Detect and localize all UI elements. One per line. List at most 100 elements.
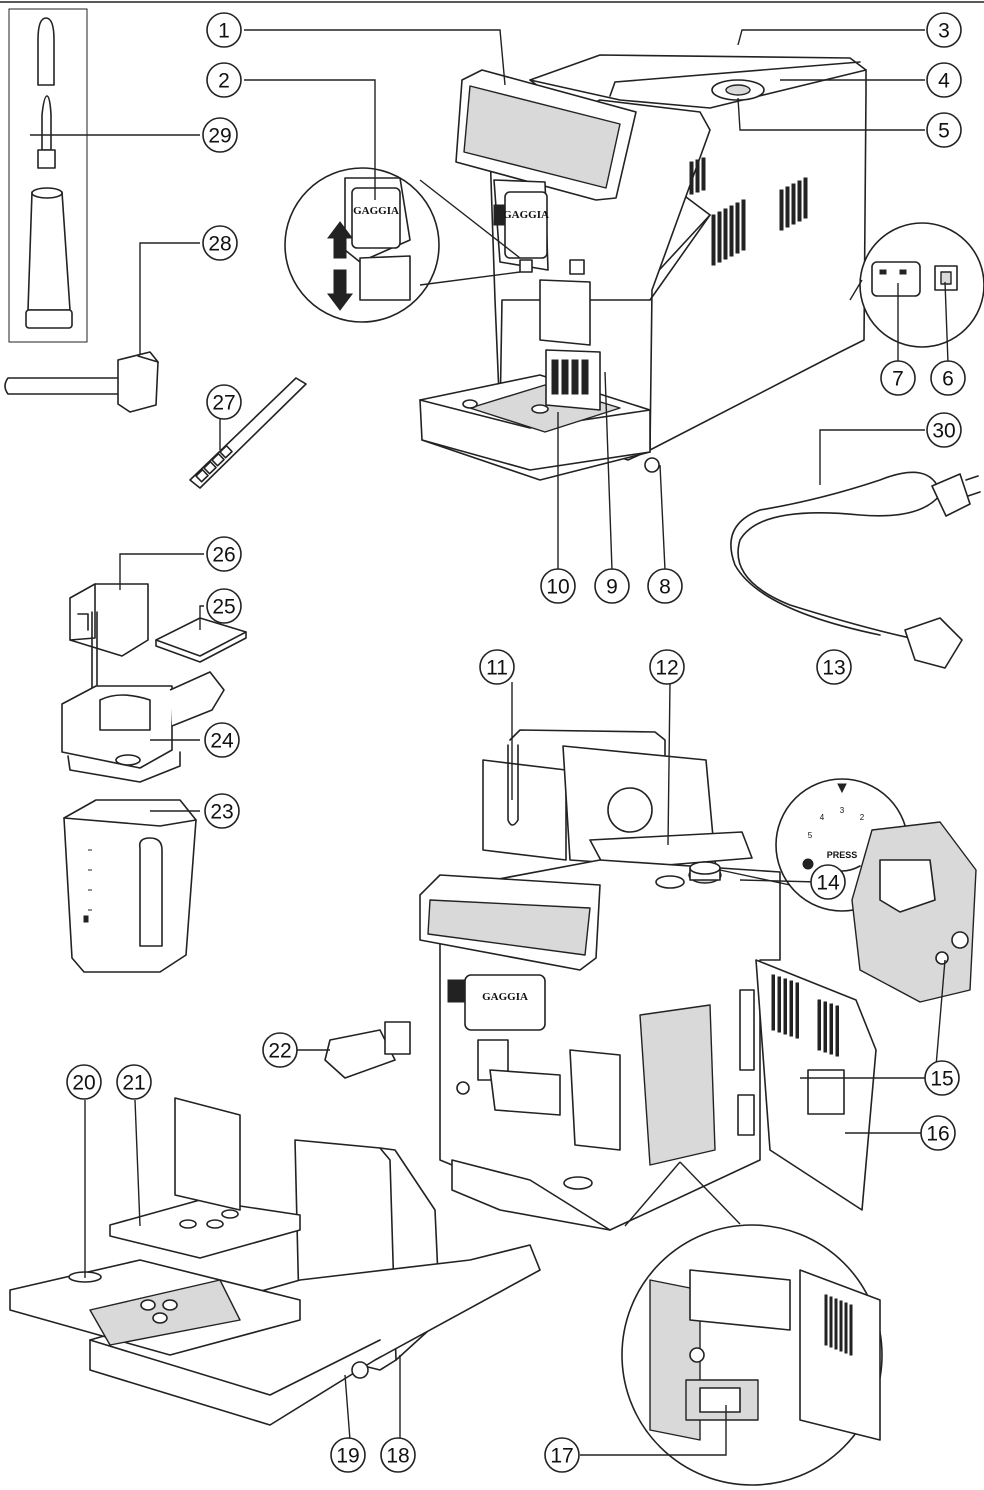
callout-8: 8 [647, 568, 683, 604]
grease-tube-group [8, 8, 88, 343]
grease-tube-shoulder [31, 187, 63, 199]
water-tank-handle [509, 729, 666, 761]
side-vents [689, 157, 808, 266]
carafe-lid-cover [69, 583, 149, 657]
jug-handle-cutout [138, 837, 163, 947]
callout-label: 26 [212, 544, 235, 567]
tool-head [117, 351, 159, 413]
callout-label: 1 [218, 20, 230, 43]
dial-setting-2: 2 [860, 813, 865, 822]
drip-tray-base [89, 1244, 541, 1426]
callout-label: 17 [550, 1445, 573, 1468]
callout-4: 4 [926, 62, 962, 98]
power-detail-view [849, 222, 984, 348]
callout-label: 6 [942, 368, 954, 391]
grease-box-frame [8, 8, 88, 343]
callout-label: 23 [210, 801, 233, 824]
wall-plug [931, 473, 971, 517]
grease-nozzle-base [37, 149, 56, 169]
callout-14: 14 [810, 864, 846, 900]
callout-label: 18 [386, 1445, 409, 1468]
callout-label: 13 [822, 657, 845, 680]
jug-body [63, 799, 197, 973]
arrow-down-icon [327, 269, 353, 311]
callout-label: 19 [336, 1445, 359, 1468]
callout-7: 7 [880, 360, 916, 396]
callout-label: 12 [655, 657, 678, 680]
callout-23: 23 [204, 793, 240, 829]
callout-15: 15 [924, 1060, 960, 1096]
door-vents [771, 974, 839, 1057]
callout-5: 5 [926, 112, 962, 148]
callout-27: 27 [206, 384, 242, 420]
dispenser-brand-text: GAGGIA [503, 209, 549, 221]
callout-label: 2 [218, 70, 230, 93]
callout-1: 1 [206, 12, 242, 48]
callout-label: 3 [938, 20, 950, 43]
callout-label: 4 [938, 70, 950, 93]
callout-label: 9 [606, 576, 618, 599]
callout-label: 22 [268, 1040, 291, 1063]
detail-vents [824, 1294, 853, 1356]
brew-group-inside [639, 1004, 716, 1166]
grease-cap [37, 17, 55, 86]
water-tank [482, 759, 567, 861]
arrow-up-icon [327, 221, 353, 259]
dial-setting-3: 3 [840, 806, 845, 815]
power-detail-circle [859, 222, 984, 348]
milk-connector [324, 1029, 396, 1079]
carafe-top-assembly [61, 611, 225, 783]
carafe-spout [169, 671, 225, 727]
leader-lines [30, 29, 949, 1456]
dial-setting-4: 4 [820, 813, 825, 822]
hot-water-outlet [539, 279, 591, 346]
cord-wire-1 [737, 494, 941, 641]
callout-16: 16 [920, 1115, 956, 1151]
callout-22: 22 [262, 1032, 298, 1068]
power-cord [730, 471, 981, 669]
grease-nozzle [41, 95, 52, 151]
drip-tray-grid [109, 1199, 301, 1259]
lid-cover-body [69, 583, 149, 657]
callout-label: 27 [212, 392, 235, 415]
drip-tray-assembly [419, 349, 660, 481]
drip-tray-float [644, 457, 660, 473]
callout-label: 7 [892, 368, 904, 391]
callout-24: 24 [204, 722, 240, 758]
callout-label: 16 [926, 1123, 949, 1146]
callout-9: 9 [594, 568, 630, 604]
callout-19: 19 [330, 1437, 366, 1473]
dial-press-label: PRESS [827, 850, 858, 860]
callout-18: 18 [380, 1437, 416, 1473]
carafe-lid-plate [155, 617, 247, 663]
callout-6: 6 [930, 360, 966, 396]
grease-tube-crimp [25, 309, 73, 329]
callout-25: 25 [206, 588, 242, 624]
callout-12: 12 [649, 649, 685, 685]
coffee-machine-front-view: GAGGIA [419, 54, 867, 481]
callout-11: 11 [479, 649, 515, 685]
brew-group-body [851, 821, 977, 1003]
callout-26: 26 [206, 536, 242, 572]
callout-28: 28 [202, 225, 238, 261]
callout-label: 20 [72, 1072, 95, 1095]
appliance-plug [904, 617, 963, 669]
callout-label: 5 [938, 120, 950, 143]
callout-2: 2 [206, 62, 242, 98]
callout-20: 20 [66, 1064, 102, 1100]
open-dispenser-brand: GAGGIA [482, 991, 528, 1003]
callout-3: 3 [926, 12, 962, 48]
cord-wire-2 [730, 471, 941, 636]
callout-label: 8 [659, 576, 671, 599]
multifunction-tool [4, 351, 159, 413]
callout-29: 29 [202, 117, 238, 153]
callout-label: 25 [212, 596, 235, 619]
callout-label: 21 [122, 1072, 145, 1095]
callout-30: 30 [926, 412, 962, 448]
dispenser-detail-view: GAGGIA [284, 167, 521, 323]
brew-group [851, 821, 977, 1003]
callout-label: 29 [208, 125, 231, 148]
callout-label: 11 [486, 657, 508, 680]
